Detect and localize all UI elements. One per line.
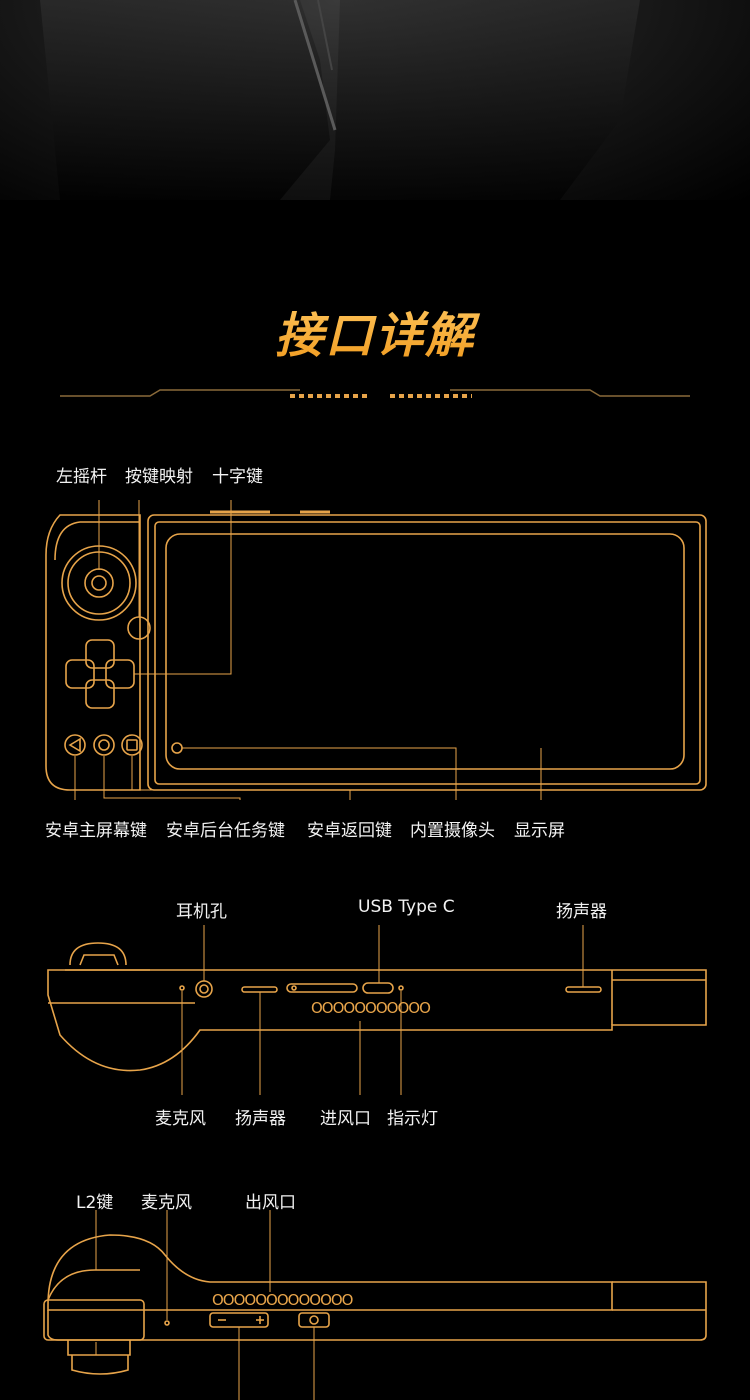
label-exhaust-vent: 出风口 [245,1193,296,1213]
label-speaker-bottom: 扬声器 [235,1109,286,1129]
label-key-mapping: 按键映射 [125,467,193,487]
hero-image [0,0,750,200]
intake-vent: OOOOOOOOOOO [311,999,431,1017]
label-usb-type-c: USB Type C [358,897,455,917]
label-indicator-light: 指示灯 [387,1109,438,1129]
top-view-diagram [47,925,707,1095]
label-android-recent: 安卓后台任务键 [166,821,285,841]
label-l2-key: L2键 [76,1193,114,1213]
label-intake-vent: 进风口 [320,1109,371,1129]
section-title: 接口详解 [0,296,750,366]
label-dpad: 十字键 [212,467,263,487]
label-android-back: 安卓返回键 [307,821,392,841]
label-camera: 内置摄像头 [410,821,495,841]
hero-fabric-shape [40,0,640,200]
label-left-stick: 左摇杆 [56,467,107,487]
label-speaker-top: 扬声器 [556,902,607,922]
label-side-microphone: 麦克风 [141,1193,192,1213]
title-divider [60,389,690,398]
label-headphone-jack: 耳机孔 [176,902,227,922]
label-microphone: 麦克风 [155,1109,206,1129]
label-display: 显示屏 [514,821,565,841]
label-android-home: 安卓主屏幕键 [45,821,147,841]
front-view-diagram [45,500,707,800]
side-view-diagram [43,1210,707,1400]
exhaust-vent: OOOOOOOOOOOOO [212,1291,353,1309]
